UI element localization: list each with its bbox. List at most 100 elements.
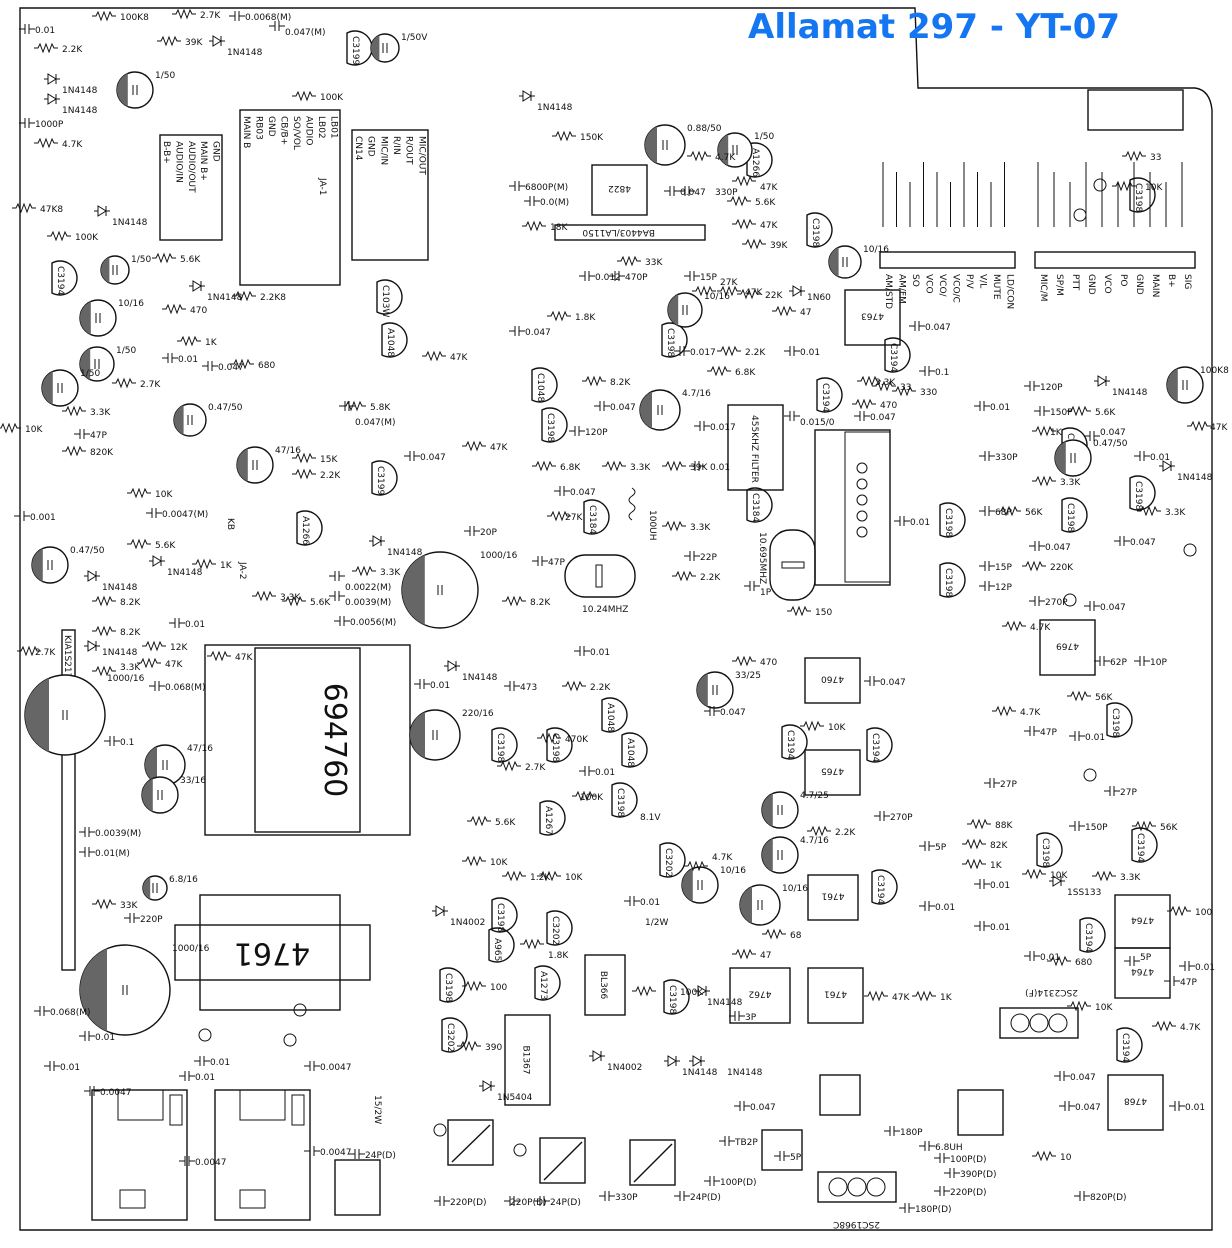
electrolytic-label: 10/16 xyxy=(704,292,730,302)
resistor-label: 10K xyxy=(1145,183,1163,193)
resistor-label: 680 xyxy=(258,361,275,371)
resistor: 47K xyxy=(137,657,183,670)
ic-label: 4760 xyxy=(821,674,844,684)
resistor-label: 10K xyxy=(565,873,583,883)
resistor: 2.7K xyxy=(112,377,161,390)
capacitor-label: 0.01 xyxy=(210,1058,230,1068)
resistor-label: 2.2K8 xyxy=(260,293,286,303)
resistor-label: 47 xyxy=(800,308,811,318)
resistor-label: 3.3K xyxy=(380,568,401,578)
electrolytic-label: 1/50V xyxy=(401,33,428,43)
transistor-label: A1048 xyxy=(605,703,615,732)
resistor: 2.2K xyxy=(292,468,341,481)
capacitor-label: 0.0047 xyxy=(320,1063,352,1073)
transistor: C3198 xyxy=(439,967,466,1003)
resistor: 39K xyxy=(742,238,788,251)
transistor: C3184 xyxy=(746,487,773,523)
transistor: A1267 xyxy=(539,800,566,836)
transistor: C3198 xyxy=(939,562,966,598)
connector-pin-label: SO xyxy=(910,274,920,287)
electrolytic-capacitor: 0.47/50 xyxy=(173,403,243,437)
electrolytic-label: 4.7/16 xyxy=(800,836,829,846)
resistor: 1K xyxy=(912,990,953,1003)
capacitor-label: 5P xyxy=(790,1153,802,1163)
misc-label: JA-2 xyxy=(237,561,247,579)
capacitor: 0.1 xyxy=(919,366,949,378)
resistor-label: 1K xyxy=(220,561,233,571)
capacitor-label: 0.01 xyxy=(430,681,450,691)
capacitor: 180P(D) xyxy=(899,1203,952,1215)
resistor-label: 8.2K xyxy=(120,628,141,638)
transistor-label: C3198 xyxy=(495,733,505,762)
resistor: 47K xyxy=(462,440,508,453)
transistor-label: C3194 xyxy=(875,875,885,904)
resistor-label: 100K xyxy=(680,988,704,998)
ic-chip: 4761 xyxy=(807,874,859,921)
electrolytic-capacitor: 10/16 xyxy=(79,299,144,337)
capacitor-label: 820P(D) xyxy=(1090,1193,1127,1203)
capacitor: 120P xyxy=(1024,381,1063,393)
ic-chip: 4760 xyxy=(804,657,861,704)
capacitor: 20P xyxy=(464,526,497,538)
connector-pin-label: PO xyxy=(1118,274,1128,287)
ic-label: 4761 xyxy=(822,891,845,901)
capacitor-label: 330P xyxy=(615,1193,638,1203)
diode-label: 1SS133 xyxy=(1067,888,1101,898)
resistor-label: 3.3K xyxy=(120,663,141,673)
electrolytic-label: 220/16 xyxy=(462,709,494,719)
capacitor-label: 0.01 xyxy=(185,620,205,630)
misc-label: 8.1V xyxy=(640,813,661,823)
transistor-label: C3199 xyxy=(350,36,360,65)
capacitor: 330P xyxy=(979,451,1018,463)
capacitor-label: 0.012 xyxy=(595,273,621,283)
transistor-label: C3198 xyxy=(665,328,675,357)
capacitor-label: 47P xyxy=(1040,728,1057,738)
resistor-label: 100K xyxy=(75,233,99,243)
electrolytic-label: 1/50 xyxy=(116,346,136,356)
resistor: 27K xyxy=(692,278,738,297)
resistor-label: 470 xyxy=(880,401,897,411)
transistor-label: C103W xyxy=(380,285,390,317)
electrolytic-label: 1000/16 xyxy=(172,944,210,954)
capacitor-label: 15P xyxy=(995,563,1012,573)
connector-pin-label: LB02 xyxy=(316,116,326,139)
resistor-label: 1K xyxy=(990,861,1003,871)
resistor-label: 33 xyxy=(900,383,911,393)
transistor: C3198 xyxy=(806,212,833,248)
transistor: C3184 xyxy=(583,499,610,535)
capacitor-label: 0.01 xyxy=(178,355,198,365)
resistor-label: 330 xyxy=(920,388,937,398)
resistor: 2.2K xyxy=(562,680,611,693)
electrolytic-label: 1/50 xyxy=(754,132,774,142)
capacitor: 0.012 xyxy=(579,271,621,283)
main-transformer-label: 694760 xyxy=(317,683,352,798)
diode: 1N5404 xyxy=(479,1080,533,1103)
electrolytic-label: 10/16 xyxy=(863,245,889,255)
transistor-label: C3194 xyxy=(785,730,795,759)
resistor-label: 5.6K xyxy=(180,255,201,265)
resistor-label: 68 xyxy=(790,931,802,941)
capacitor: 0.01 xyxy=(79,1031,115,1043)
ic-label: BL366 xyxy=(598,971,608,1000)
capacitor-label: 0.047 xyxy=(880,678,906,688)
resistor-label: 150 xyxy=(815,608,832,618)
diode-label: 1N4148 xyxy=(1177,473,1213,483)
resistor-label: 33K xyxy=(645,258,663,268)
resistor-label: 47K xyxy=(450,353,468,363)
misc-label: KB xyxy=(225,518,235,530)
resistor: 33 xyxy=(1122,150,1161,163)
resistor: 2.2K xyxy=(34,42,83,55)
resistor: 1K xyxy=(1032,425,1063,438)
capacitor-label: 3P xyxy=(745,1013,757,1023)
resistor-label: 2.7K xyxy=(35,648,56,658)
capacitor-label: 0.015/0 xyxy=(800,418,835,428)
transistor: C3199 xyxy=(371,460,398,496)
capacitor: 0.047 xyxy=(1054,1071,1096,1083)
electrolytic-capacitor: 4.7/16 xyxy=(761,836,829,874)
resistor-label: 4.7K xyxy=(62,140,83,150)
capacitor: 24P(D) xyxy=(534,1196,581,1208)
transistor: C3202 xyxy=(659,842,686,878)
capacitor-label: 0.0(M) xyxy=(540,198,569,208)
resistor-label: 5.6K xyxy=(155,541,176,551)
resistor: 100K xyxy=(292,90,344,103)
